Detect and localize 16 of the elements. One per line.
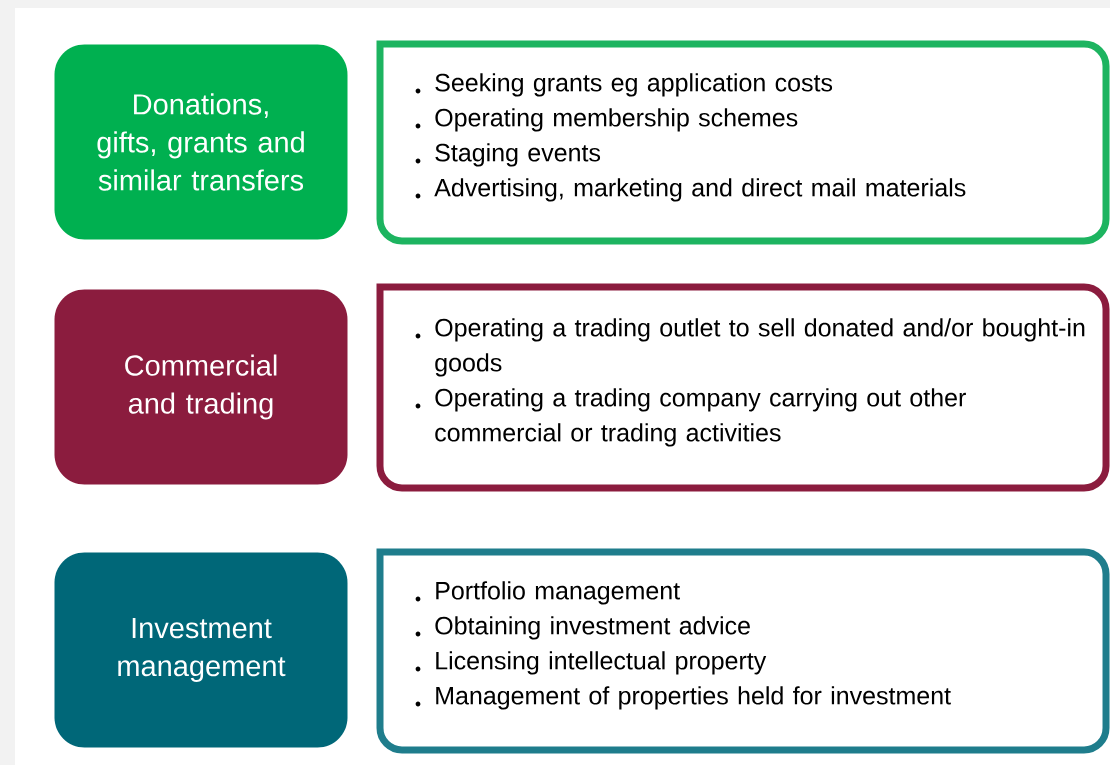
- bullet-item: Advertising, marketing and direct mail materials: [415, 178, 966, 202]
- category-box: Investment management: [54, 552, 348, 748]
- bullet-item: Operating membership schemes: [415, 108, 798, 132]
- bullet-item: Management of properties held for investment: [415, 686, 951, 710]
- bullet-item: Licensing intellectual property: [415, 651, 767, 675]
- category-box: Commercial and trading: [54, 289, 348, 485]
- list-box: [376, 548, 1110, 754]
- bullet-item: Obtaining investment advice: [415, 616, 750, 640]
- bullet-item: Portfolio management: [415, 581, 680, 605]
- bullet-item: Operating a trading outlet to sell donated and/or bought-in goods: [415, 318, 1085, 377]
- list-box: [376, 40, 1110, 245]
- list-box: [376, 283, 1110, 492]
- bullet-item: Operating a trading company carrying out other commercial or trading activities: [415, 388, 966, 447]
- bullet-item: Seeking grants eg application costs: [415, 73, 833, 97]
- category-box: Donations, gifts, grants and similar transfers: [54, 44, 348, 240]
- bullet-item: Staging events: [415, 143, 601, 167]
